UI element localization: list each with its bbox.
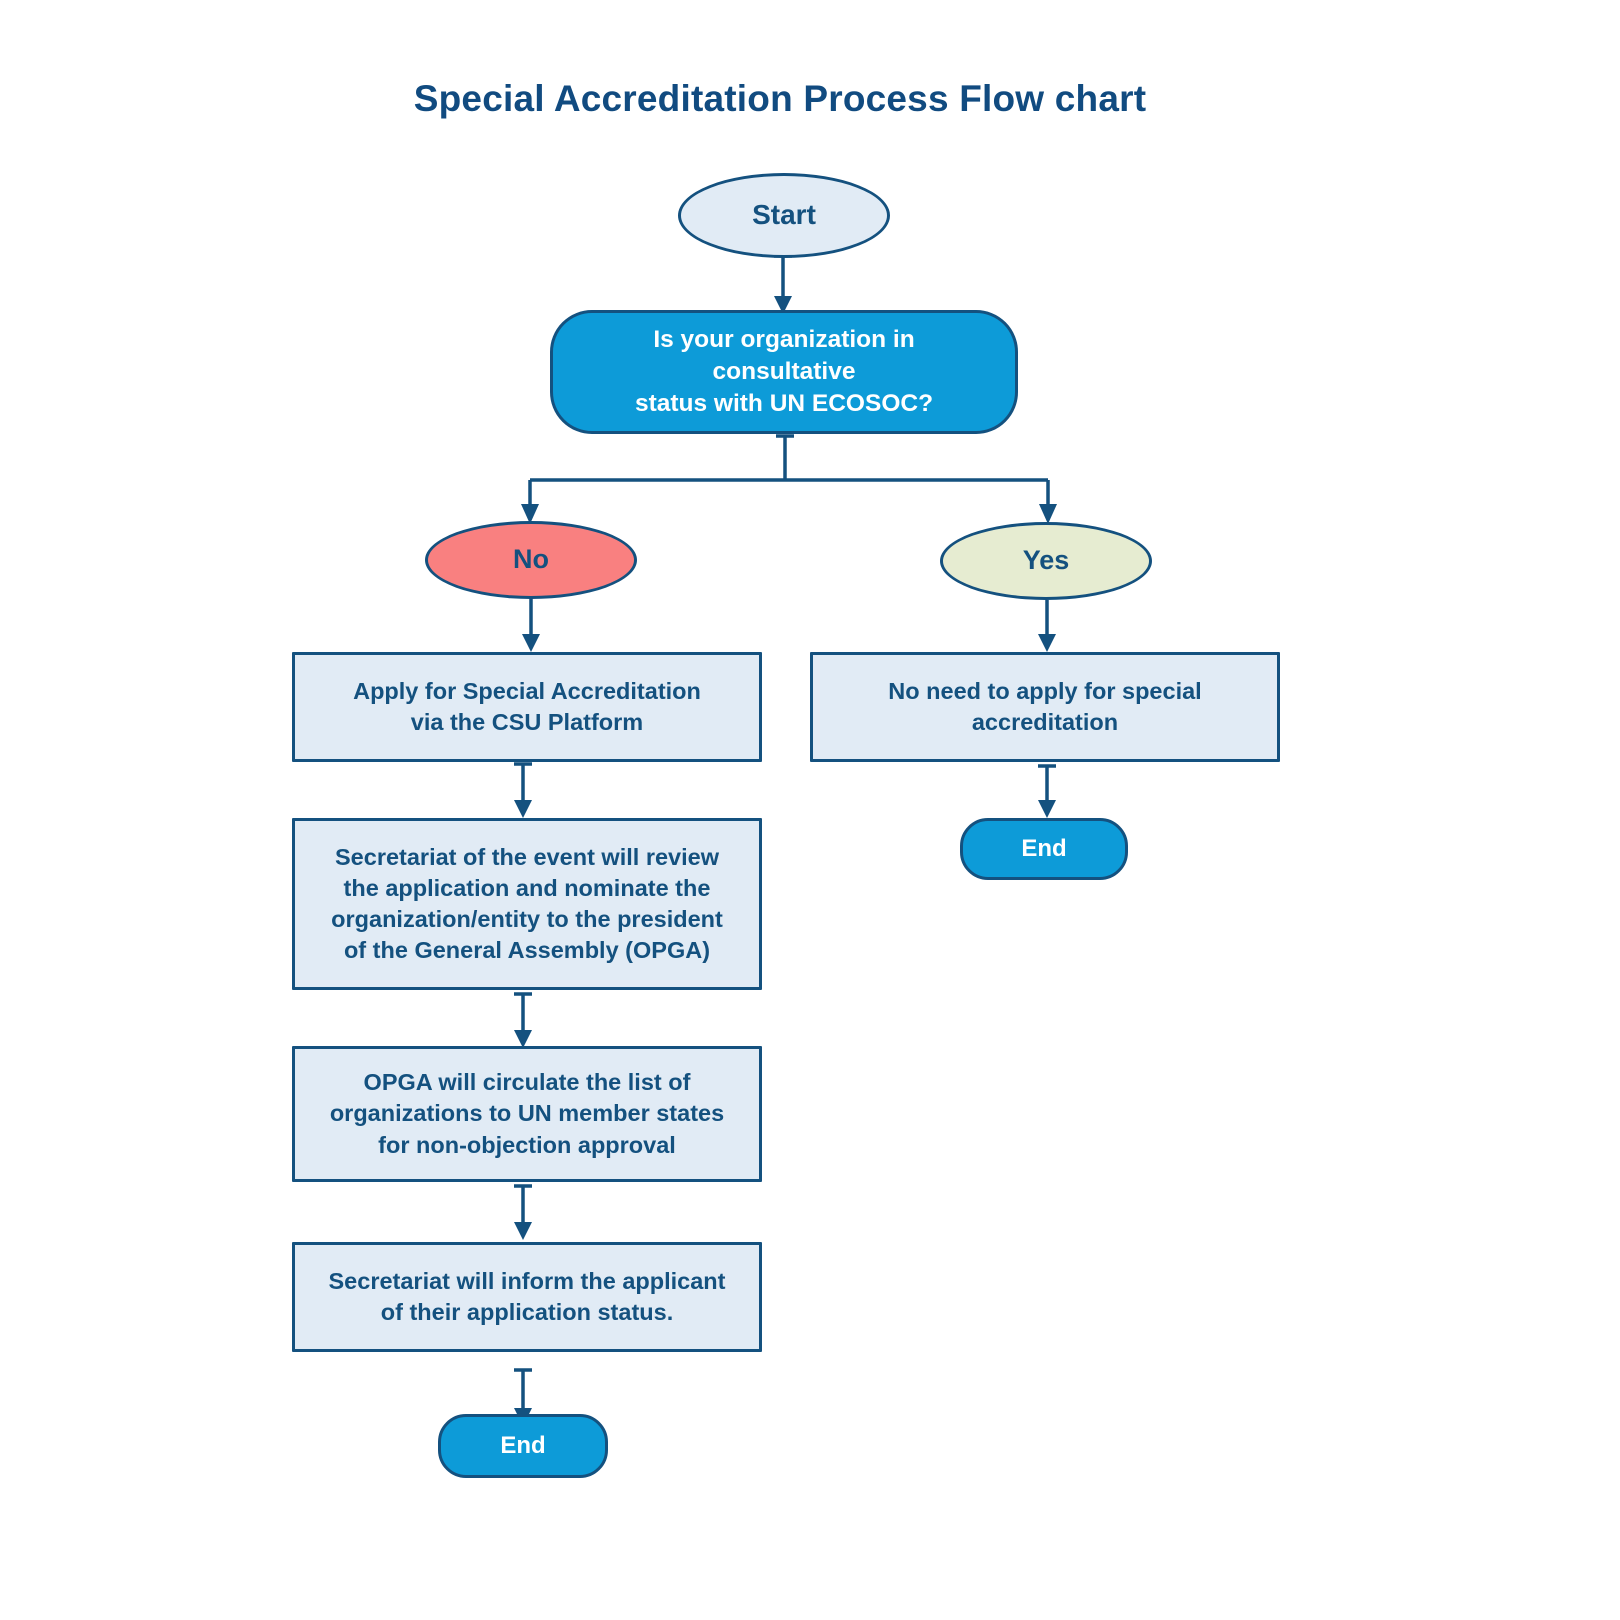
node-no-need-line1: No need to apply for special xyxy=(888,677,1202,704)
node-inform-line2: of their application status. xyxy=(380,1299,674,1325)
node-opga-circulate-list[interactable]: OPGA will circulate the list of organiza… xyxy=(292,1046,762,1182)
node-decision-consultative-status[interactable]: Is your organization in consultative sta… xyxy=(550,310,1018,434)
node-branch-no-label: No xyxy=(513,544,549,575)
node-opga-line3: for non-objection approval xyxy=(378,1131,676,1158)
node-end-right[interactable]: End xyxy=(960,818,1128,880)
node-start[interactable]: Start xyxy=(678,173,890,258)
connector-no-to-apply xyxy=(508,596,554,654)
node-end-left-label: End xyxy=(500,1432,546,1460)
connector-no-need-to-end xyxy=(1024,762,1070,820)
node-no-need-to-apply[interactable]: No need to apply for special accreditati… xyxy=(810,652,1280,762)
connector-apply-to-secretariat xyxy=(500,760,546,820)
node-apply-line1: Apply for Special Accreditation xyxy=(353,677,701,704)
connector-decision-split xyxy=(500,432,1100,526)
node-end-right-label: End xyxy=(1021,835,1067,863)
connector-start-to-decision xyxy=(760,252,806,316)
node-secretariat-line3: organization/entity to the president xyxy=(331,906,723,932)
node-branch-yes-label: Yes xyxy=(1022,545,1070,576)
connector-secretariat-to-opga xyxy=(500,990,546,1050)
connector-yes-to-no-need xyxy=(1024,598,1070,654)
node-secretariat-review[interactable]: Secretariat of the event will review the… xyxy=(292,818,762,990)
node-branch-no[interactable]: No xyxy=(425,521,637,599)
node-decision-line2: status with UN ECOSOC? xyxy=(634,390,934,418)
node-end-left[interactable]: End xyxy=(438,1414,608,1478)
node-no-need-line2: accreditation xyxy=(971,709,1119,735)
node-opga-line1: OPGA will circulate the list of xyxy=(363,1069,691,1096)
node-branch-yes[interactable]: Yes xyxy=(940,522,1152,600)
node-apply-line2: via the CSU Platform xyxy=(410,709,644,735)
node-secretariat-line1: Secretariat of the event will review xyxy=(335,843,719,870)
connector-opga-to-inform xyxy=(500,1182,546,1242)
node-opga-line2: organizations to UN member states xyxy=(329,1100,725,1127)
page-title: Special Accreditation Process Flow chart xyxy=(413,78,1147,119)
node-secretariat-line4: of the General Assembly (OPGA) xyxy=(343,937,711,964)
node-apply-special-accreditation[interactable]: Apply for Special Accreditation via the … xyxy=(292,652,762,762)
node-inform-line1: Secretariat will inform the applicant xyxy=(328,1267,726,1294)
node-secretariat-inform-applicant[interactable]: Secretariat will inform the applicant of… xyxy=(292,1242,762,1352)
node-start-label: Start xyxy=(752,199,816,231)
node-secretariat-line2: the application and nominate the xyxy=(343,874,711,901)
node-decision-line1: Is your organization in consultative xyxy=(653,325,915,385)
